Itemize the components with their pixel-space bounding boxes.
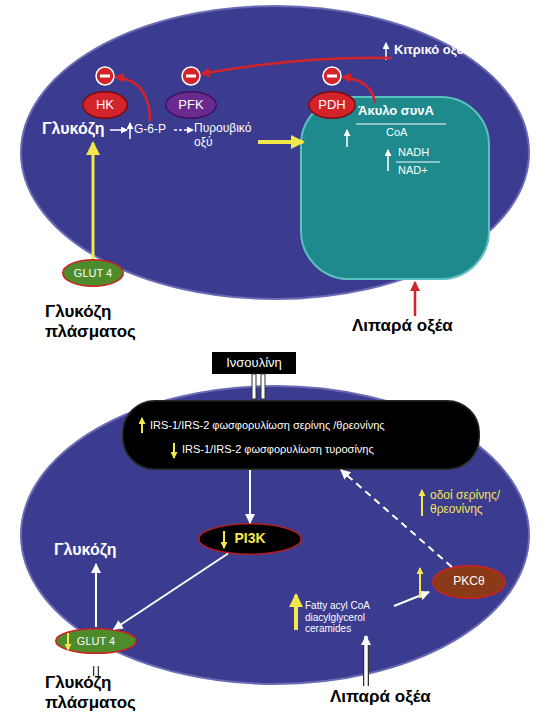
- transporter-ellipse: GLUT 4: [55, 628, 137, 654]
- cell-text: IRS-1/IRS-2 φωσφορυλίωση τυροσίνης: [182, 443, 474, 456]
- cell-text: Γλυκόζη: [54, 541, 134, 559]
- enzyme-ellipse: PDH: [308, 91, 356, 119]
- node-fill: [213, 353, 296, 374]
- outside-label: Γλυκόζη πλάσματος: [45, 673, 195, 714]
- node-fill: [56, 629, 137, 654]
- node-label-wrap: HK: [82, 91, 128, 119]
- kinase-ellipse: PKCθ: [432, 565, 506, 599]
- signal-box: IRS-1/IRS-2 φωσφορυλίωση σερίνης /θρεονί…: [122, 400, 480, 470]
- node-fill: [21, 386, 529, 684]
- cell-text: οδοί σερίνης/ θρεονίνης: [430, 489, 522, 517]
- node-fill: [83, 92, 128, 119]
- node-outline: [300, 96, 490, 280]
- cell-text: Πυρουβικό οξύ: [194, 122, 258, 150]
- cell-text: NAD+: [398, 164, 446, 177]
- hormone-box: Ινσουλίνη: [212, 352, 296, 374]
- cell-text: NADH: [398, 146, 446, 159]
- fatty-acid-arrow: [414, 282, 417, 316]
- node-text: GLUT 4: [74, 267, 112, 279]
- node-fill: [123, 401, 480, 470]
- cell-text: IRS-1/IRS-2 φωσφορυλίωση σερίνης /θρεονί…: [150, 419, 475, 432]
- cell-text: CoA: [386, 126, 430, 139]
- node-fill: [301, 97, 489, 279]
- outside-label: Λιπαρά οξέα: [330, 687, 480, 707]
- node-fill: [433, 566, 506, 599]
- node-text: PKCθ: [453, 575, 484, 588]
- node-text: Ινσουλίνη: [226, 356, 282, 370]
- node-fill: [166, 92, 217, 119]
- mitochondrion: Άκυλο συνA CoA NADH NAD+: [300, 96, 490, 280]
- node-label-wrap: Ινσουλίνη: [212, 352, 296, 374]
- cell-text: G-6-P: [134, 123, 174, 137]
- cell-ellipse: Γλυκόζη G-6-P Πυρουβικό οξύ Κιτρικό οξύHK PF…: [20, 5, 530, 300]
- node-label-wrap: GLUT 4: [55, 628, 137, 654]
- node-label-wrap: PI3K: [198, 523, 302, 555]
- node-label-wrap: PDH: [308, 91, 356, 119]
- outside-label: Γλυκόζη πλάσματος: [45, 302, 170, 343]
- node-fill: [199, 524, 302, 555]
- cell-ellipse: Γλυκόζη οδοί σερίνης/ θρεονίνηςFatty acyl…: [20, 385, 530, 685]
- transporter-ellipse: GLUT 4: [62, 259, 124, 287]
- cell-text: Γλυκόζη: [42, 120, 114, 138]
- cell-text: Άκυλο συνA: [358, 104, 458, 119]
- enzyme-ellipse: HK: [82, 91, 128, 119]
- node-text: PFK: [178, 98, 203, 112]
- node-label-wrap: GLUT 4: [62, 259, 124, 287]
- node-text: GLUT 4: [77, 635, 115, 647]
- outside-label: Λιπαρά οξέα: [352, 316, 492, 336]
- node-fill: [309, 92, 356, 119]
- node-text: HK: [96, 98, 114, 112]
- cell-text: Κιτρικό οξύ: [394, 43, 504, 58]
- node-label-wrap: PFK: [165, 91, 217, 119]
- node-outline: [122, 400, 480, 470]
- node-label-wrap: PKCθ: [432, 565, 506, 599]
- node-fill: [21, 6, 529, 299]
- cell-text: Fatty acyl CoA diacylglycerol ceramides: [305, 600, 387, 635]
- node-text: PDH: [318, 98, 345, 112]
- enzyme-ellipse: PFK: [165, 91, 217, 119]
- node-fill: [63, 260, 124, 287]
- node-text: PI3K: [234, 531, 265, 546]
- kinase-ellipse: PI3K: [198, 523, 302, 555]
